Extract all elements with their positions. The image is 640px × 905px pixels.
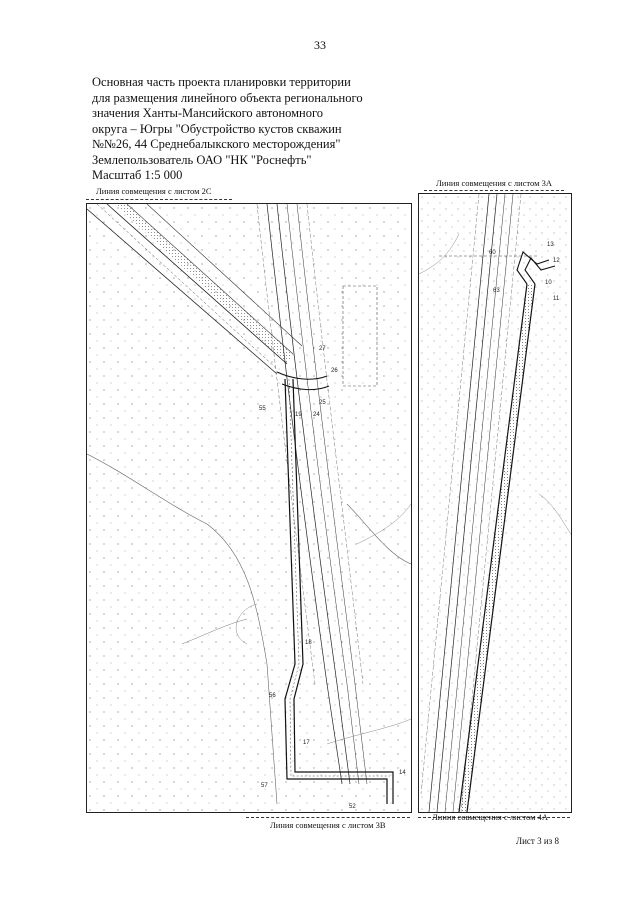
map-label: 10 bbox=[545, 280, 552, 286]
map-label: 26 bbox=[331, 368, 338, 374]
caption-left-bottom: Линия совмещения с листом 3В bbox=[270, 820, 386, 830]
map-label: 24 bbox=[313, 412, 320, 418]
caption-left-bottom-line bbox=[246, 817, 410, 818]
map-label: 27 bbox=[319, 346, 326, 352]
title-line: Основная часть проекта планировки террит… bbox=[92, 75, 351, 89]
map-label: 60 bbox=[489, 250, 496, 256]
map-label: 56 bbox=[269, 693, 276, 699]
map-label: 57 bbox=[261, 783, 268, 789]
map-label: 19 bbox=[295, 412, 302, 418]
caption-right-top-line bbox=[424, 190, 564, 191]
title-line: значения Ханты-Мансийского автономного bbox=[92, 106, 324, 120]
caption-right-top: Линия совмещения с листом 3А bbox=[436, 178, 552, 188]
map-label: 63 bbox=[493, 288, 500, 294]
caption-left-top: Линия совмещения с листом 2С bbox=[96, 186, 212, 196]
map-drawing-left: 27 26 25 24 55 19 18 56 17 57 14 52 bbox=[87, 204, 411, 812]
map-frame-left: 27 26 25 24 55 19 18 56 17 57 14 52 bbox=[86, 203, 412, 813]
map-label: 18 bbox=[305, 640, 312, 646]
map-frame-right: 13 12 11 10 60 63 bbox=[418, 193, 572, 813]
map-label: 25 bbox=[319, 400, 326, 406]
page-number: 33 bbox=[314, 38, 326, 52]
scale-line: Масштаб 1:5 000 bbox=[92, 168, 183, 182]
title-line: Землепользователь ОАО "НК "Роснефть" bbox=[92, 152, 312, 167]
map-label: 11 bbox=[553, 296, 560, 302]
map-label: 52 bbox=[349, 804, 356, 810]
map-label: 17 bbox=[303, 740, 310, 746]
caption-right-bottom-line bbox=[418, 817, 570, 818]
title-line: округа – Югры "Обустройство кустов скваж… bbox=[92, 121, 342, 136]
map-label: 14 bbox=[399, 770, 406, 776]
map-drawing-right: 13 12 11 10 60 63 bbox=[419, 194, 571, 812]
sheet-number: Лист 3 из 8 bbox=[516, 836, 559, 846]
title-line: для размещения линейного объекта региона… bbox=[92, 90, 363, 105]
caption-left-top-line bbox=[86, 199, 232, 200]
map-label: 12 bbox=[553, 258, 560, 264]
title-line: №№26, 44 Среднебалыкского месторождения" bbox=[92, 137, 341, 151]
caption-right-bottom: Линия совмещения с листом 4А bbox=[432, 812, 548, 822]
map-label: 55 bbox=[259, 406, 266, 412]
document-title: Основная часть проекта планировки террит… bbox=[92, 75, 363, 184]
map-label: 13 bbox=[547, 242, 554, 248]
